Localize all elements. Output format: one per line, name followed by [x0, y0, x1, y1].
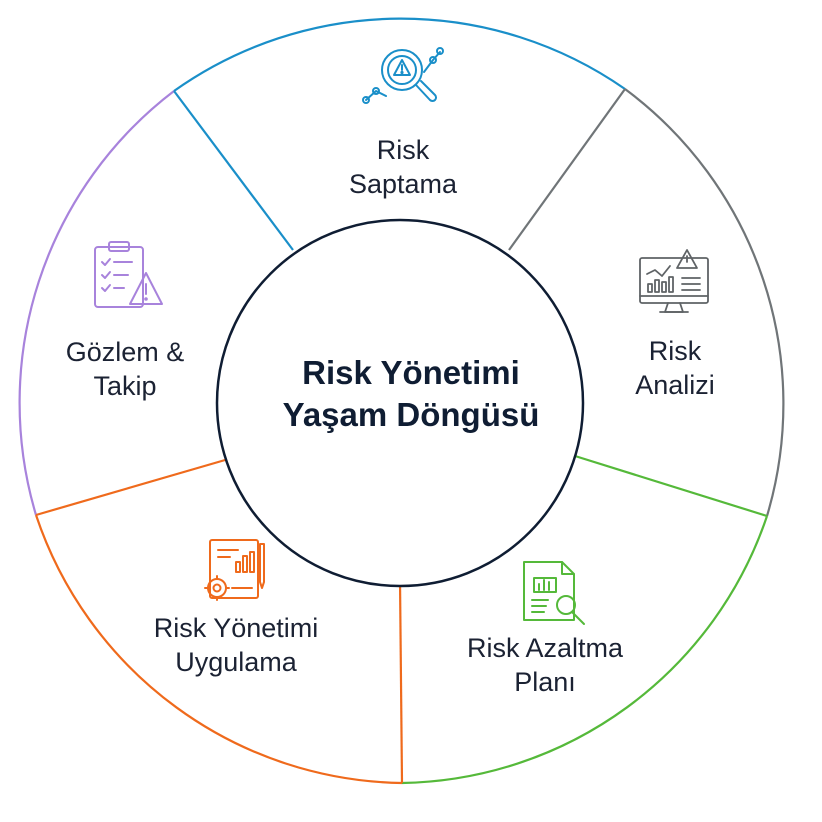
divider-line [574, 454, 768, 518]
segment-label-gozlem-takip: Gözlem & Takip [66, 335, 185, 403]
segment-label-line1: Risk [648, 336, 702, 366]
segment-label-line1: Risk Azaltma [466, 633, 624, 663]
divider-line [173, 90, 294, 251]
outer-arc-risk-azaltma [401, 515, 769, 785]
outer-arc-risk-analizi [624, 88, 785, 517]
divider-line [398, 579, 404, 784]
clipboard-checklist-warning-icon [94, 241, 163, 308]
document-chart-search-icon [523, 561, 585, 625]
segment-label-line2: Analizi [635, 370, 715, 400]
segment-label-line1: Risk [376, 135, 430, 165]
segment-label-risk-azaltma: Risk Azaltma Planı [467, 631, 623, 699]
center-title-line1: Risk Yönetimi [302, 354, 520, 391]
center-title-line2: Yaşam Döngüsü [282, 396, 540, 433]
monitor-chart-warning-icon [639, 249, 709, 313]
segment-label-line1: Risk Yönetimi [153, 613, 319, 643]
segment-label-line2: Saptama [348, 169, 458, 199]
outer-arc-gozlem-takip [18, 90, 175, 516]
segment-label-line2: Takip [93, 371, 157, 401]
center-title: Risk Yönetimi Yaşam Döngüsü [283, 352, 540, 436]
segment-label-risk-saptama: Risk Saptama [349, 133, 457, 201]
divider-line [35, 456, 233, 517]
segment-label-line2: Uygulama [175, 647, 297, 677]
divider-line [508, 88, 626, 251]
center-circle [215, 218, 585, 588]
segment-label-risk-uygulama: Risk Yönetimi Uygulama [154, 611, 319, 679]
magnifier-warning-icon [362, 47, 444, 104]
segment-label-line2: Planı [514, 667, 576, 697]
segment-label-line1: Gözlem & [65, 337, 185, 367]
outer-arc-risk-saptama [173, 17, 626, 92]
segment-label-risk-analizi: Risk Analizi [635, 334, 715, 402]
document-gear-chart-icon [204, 539, 265, 601]
outer-arc-risk-uygulama [34, 514, 403, 785]
